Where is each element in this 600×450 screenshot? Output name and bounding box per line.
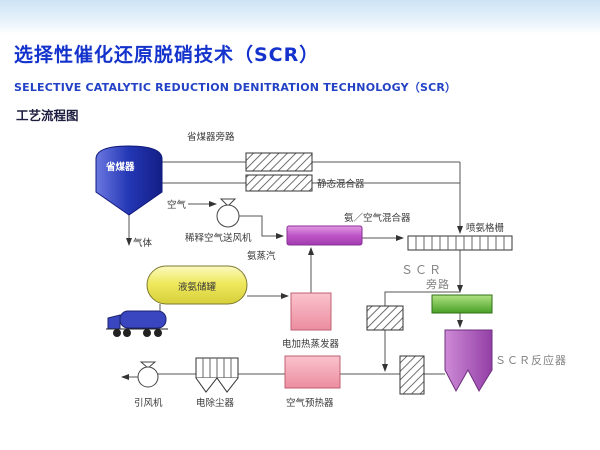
process-flow-diagram: 省煤器旁路 省煤器 静态混合器 空气 稀释空气送风机 氨／空气混合器 喷氨格栅 … (95, 131, 567, 409)
electric-evaporator-label: 电加热蒸发器 (282, 338, 340, 350)
liquid-ammonia-tank-vessel (146, 265, 248, 305)
ammonia-air-mixer-label: 氨／空气混合器 (344, 212, 411, 224)
economizer-label: 省煤器 (105, 161, 135, 173)
induced-draft-fan-symbol (137, 361, 159, 388)
dilution-air-fan-label: 稀释空气送风机 (185, 232, 252, 244)
scr-bypass-label-line1: ＳＣＲ (401, 263, 443, 277)
electrostatic-precipitator-label: 电除尘器 (196, 397, 235, 409)
static-mixer-box (245, 174, 313, 192)
page-title: 选择性催化还原脱硝技术（SCR） (14, 44, 320, 66)
electrostatic-precipitator-symbol (195, 357, 239, 393)
gas-label: 气体 (133, 237, 153, 249)
ammonia-injection-grid-symbol (407, 235, 513, 251)
flow-line (384, 291, 460, 306)
page-subtitle: SELECTIVE CATALYTIC REDUCTION DENITRATIO… (14, 81, 457, 94)
scr-reactor-vessel (444, 329, 493, 393)
scr-reactor-label: ＳＣＲ反应器 (495, 353, 567, 367)
economizer-bypass-label: 省煤器旁路 (187, 131, 235, 143)
economizer-vessel (95, 145, 163, 216)
air-preheater-box (284, 355, 341, 389)
static-mixer-label: 静态混合器 (317, 178, 365, 190)
air-preheater-label: 空气预热器 (286, 397, 334, 409)
electric-evaporator-box (290, 292, 332, 331)
ammonia-injection-grid-label: 喷氨格栅 (466, 222, 505, 234)
induced-draft-fan-label: 引风机 (134, 397, 163, 409)
liquid-ammonia-tank-label: 液氨储罐 (178, 281, 217, 293)
flow-line (239, 215, 284, 239)
air-label: 空气 (167, 199, 187, 211)
scr-bypass-label-line2: 旁路 (426, 277, 450, 291)
ammonia-air-mixer-box (286, 225, 363, 246)
dilution-air-fan-symbol (216, 198, 240, 228)
ammonia-vapor-label: 氨蒸汽 (247, 250, 276, 262)
scr-bypass-damper (366, 305, 404, 331)
economizer-bypass-damper (245, 152, 313, 172)
air-preheater-duct-damper (399, 355, 425, 395)
flow-lines (121, 161, 463, 380)
scr-inlet-green-box (431, 294, 493, 314)
section-label: 工艺流程图 (16, 108, 79, 123)
header-band (0, 0, 600, 34)
ammonia-tanker-truck (106, 310, 168, 337)
